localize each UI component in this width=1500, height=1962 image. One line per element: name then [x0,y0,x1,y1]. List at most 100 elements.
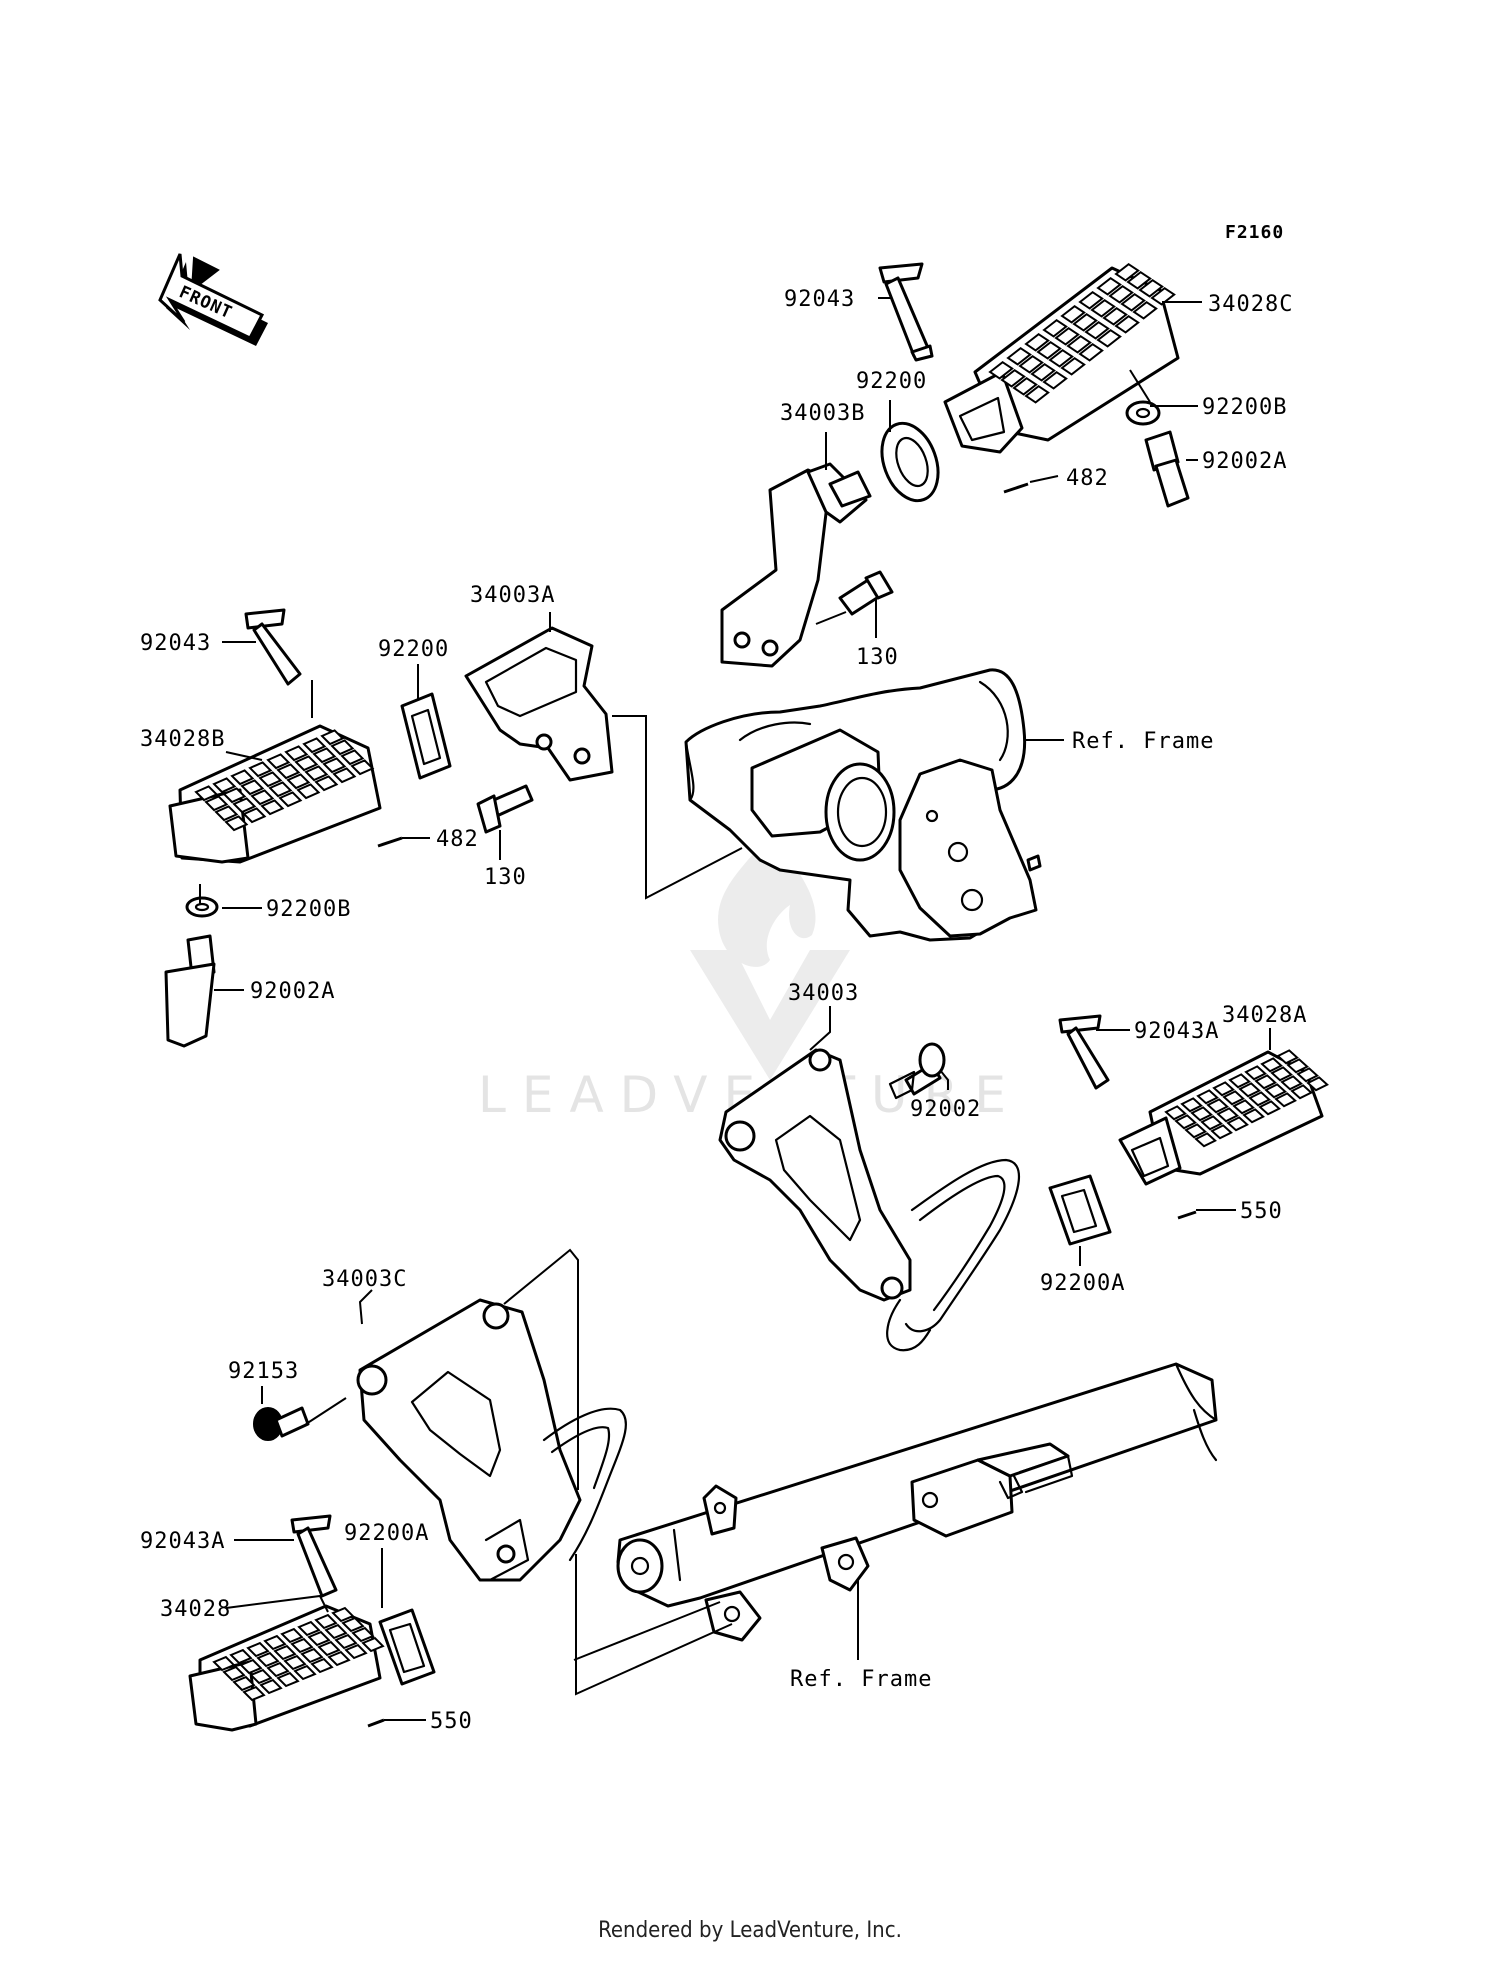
grip-block [1018,354,1044,374]
grip-block [214,805,239,822]
grip-block [332,767,357,784]
grip-block [1054,326,1080,346]
grip-block [1196,1089,1219,1105]
grip-block [1258,1100,1281,1116]
figure-code: F2160 [1225,222,1284,243]
grip-block [1048,348,1074,368]
leader-lines [199,297,1271,1721]
grip-block [1132,300,1158,320]
left-front-washer [400,692,452,780]
grip-block [1024,332,1050,352]
rear-left-pin [290,1514,338,1598]
left-front-assembly [164,608,614,1048]
footer-credit: Rendered by LeadVenture, Inc. [598,1918,902,1943]
grip-block [327,1650,351,1667]
grip-block [330,739,355,756]
lower-frame [616,1362,1218,1642]
callout-rear-left-washer: 92200A [344,1521,429,1546]
callout-labels: 92043 34028C 92200 34003B 92200B 92002A … [140,287,1307,1734]
grip-block [290,1637,314,1654]
grip-block [242,807,267,824]
left-front-bolt [164,934,216,1048]
callout-left-front-mount-bolt: 130 [484,865,527,890]
grip-block [1084,320,1110,340]
grip-block [1194,1132,1217,1148]
grip-block [1078,342,1104,362]
grip-block [1120,292,1146,312]
rear-left-bracket [356,1298,628,1582]
rear-left-clip [367,1718,385,1728]
grip-block [1242,1108,1265,1124]
callout-rear-right-peg: 34028A [1222,1003,1307,1028]
callout-left-front-pin: 92043 [140,631,211,656]
rear-left-peg-grip [212,1606,385,1702]
right-front-bracket [720,462,872,668]
left-front-washer-b [185,896,219,918]
grip-block [1042,318,1068,338]
callout-rear-right-pin: 92043A [1134,1019,1219,1044]
grip-block [1006,346,1032,366]
right-front-peg [943,262,1180,454]
left-front-peg-grip [194,729,375,832]
grip-block [1042,370,1068,390]
callout-rear-left-bolt: 92153 [228,1359,299,1384]
grip-block [1244,1065,1267,1081]
callout-right-front-pin: 92043 [784,287,855,312]
grip-block [307,1630,331,1647]
grip-block [331,1606,355,1623]
callout-rear-left-peg: 34028 [160,1597,231,1622]
grip-block [322,757,347,774]
callout-left-front-spring: 482 [436,827,479,852]
grip-block [1296,1067,1319,1083]
grip-block [302,737,327,754]
left-front-bracket [464,626,614,782]
grip-block [320,729,345,746]
grip-block [1290,1084,1313,1100]
grip-block [314,1613,338,1630]
callout-rear-left-pin: 92043A [140,1529,225,1554]
grip-block [1206,1098,1229,1114]
grip-block [314,775,339,792]
grip-block [297,1620,321,1637]
grip-block [230,769,255,786]
grip-block [1260,1057,1283,1073]
grip-block [278,791,303,808]
grip-block [1164,1105,1187,1121]
grip-block [266,753,291,770]
callout-rear-right-bracket: 34003 [788,981,859,1006]
grip-block [232,797,257,814]
right-front-washer-b [1125,400,1161,426]
grip-block [300,1647,324,1664]
grip-block [248,761,273,778]
grip-block [351,1626,375,1643]
grip-block [1024,384,1050,404]
grip-block [242,1685,266,1702]
grip-block [1248,1091,1271,1107]
grip-block [341,1616,365,1633]
grip-block [256,1651,280,1668]
grip-block [1090,298,1116,318]
rear-right-peg-grip [1164,1049,1329,1148]
grip-block [273,1644,297,1661]
rear-right-assembly [718,1014,1329,1352]
rear-right-clip [1177,1210,1197,1220]
grip-block [1190,1106,1213,1122]
right-front-pin [878,262,934,362]
grip-block [1060,356,1086,376]
left-front-spring [377,836,403,848]
grip-block [286,773,311,790]
callout-ref-frame-upper: Ref. Frame [1072,729,1214,754]
grip-block [204,795,229,812]
grip-block [334,1633,358,1650]
callout-right-front-bolt: 92002A [1202,449,1287,474]
grip-block [1138,278,1164,298]
rear-right-pin [1058,1014,1110,1090]
grip-block [222,1665,246,1682]
grip-block [1274,1092,1297,1108]
grip-block [1072,312,1098,332]
callout-right-front-mount-bolt: 130 [856,645,899,670]
grip-block [258,771,283,788]
grip-block [1114,314,1140,334]
grip-block [249,1668,273,1685]
